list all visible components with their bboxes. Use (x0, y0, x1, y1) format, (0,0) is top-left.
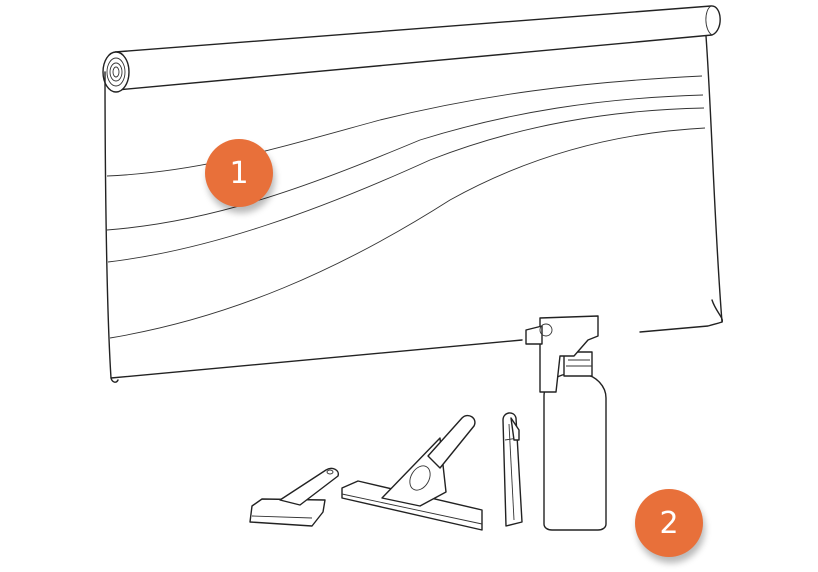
film-roll-icon (102, 5, 723, 383)
callout-number: 2 (659, 505, 679, 541)
callout-badge-1: 1 (205, 139, 273, 207)
small-scraper-icon (249, 467, 339, 527)
spray-bottle-icon (525, 315, 607, 531)
callout-badge-2: 2 (635, 489, 703, 557)
squeegee-icon (341, 414, 483, 531)
callout-number: 1 (229, 155, 249, 191)
utility-knife-icon (502, 412, 523, 527)
